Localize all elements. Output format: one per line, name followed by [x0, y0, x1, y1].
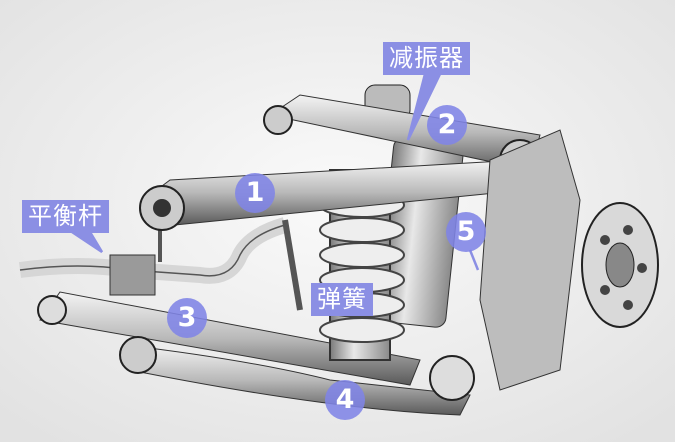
lower-arm-3: [37, 291, 421, 386]
wheel-knuckle: [479, 129, 659, 391]
lower-arm-4: [119, 336, 475, 416]
marker-1: 1: [235, 173, 275, 213]
label-shock-absorber: 减振器: [383, 42, 470, 75]
label-stabilizer-bar: 平衡杆: [22, 200, 109, 233]
label-spring: 弹簧: [311, 283, 373, 316]
stabilizer-bar: [18, 215, 303, 311]
upper-arm-2: [263, 94, 541, 171]
marker-4: 4: [325, 380, 365, 420]
marker-3: 3: [167, 298, 207, 338]
marker-2: 2: [427, 105, 467, 145]
marker-5: 5: [446, 212, 486, 252]
